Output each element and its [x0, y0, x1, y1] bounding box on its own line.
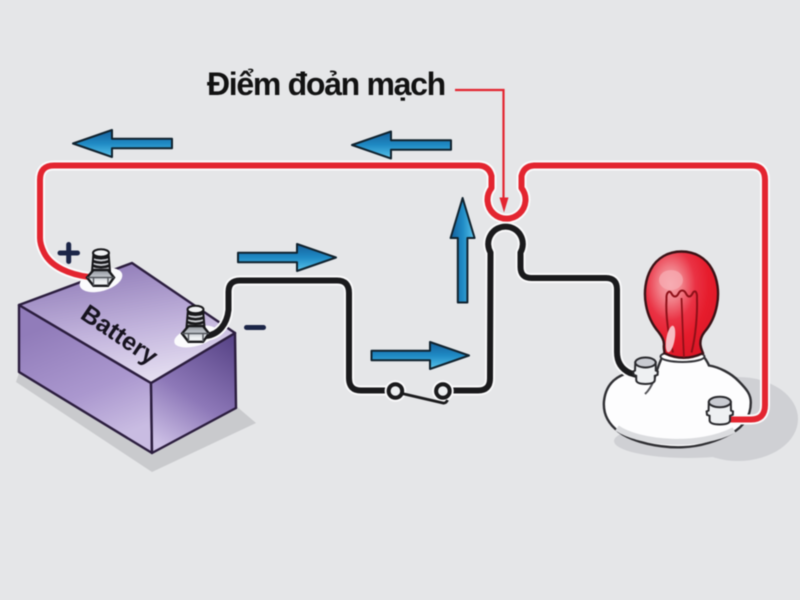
svg-text:Điểm đoản mạch: Điểm đoản mạch: [207, 66, 445, 102]
